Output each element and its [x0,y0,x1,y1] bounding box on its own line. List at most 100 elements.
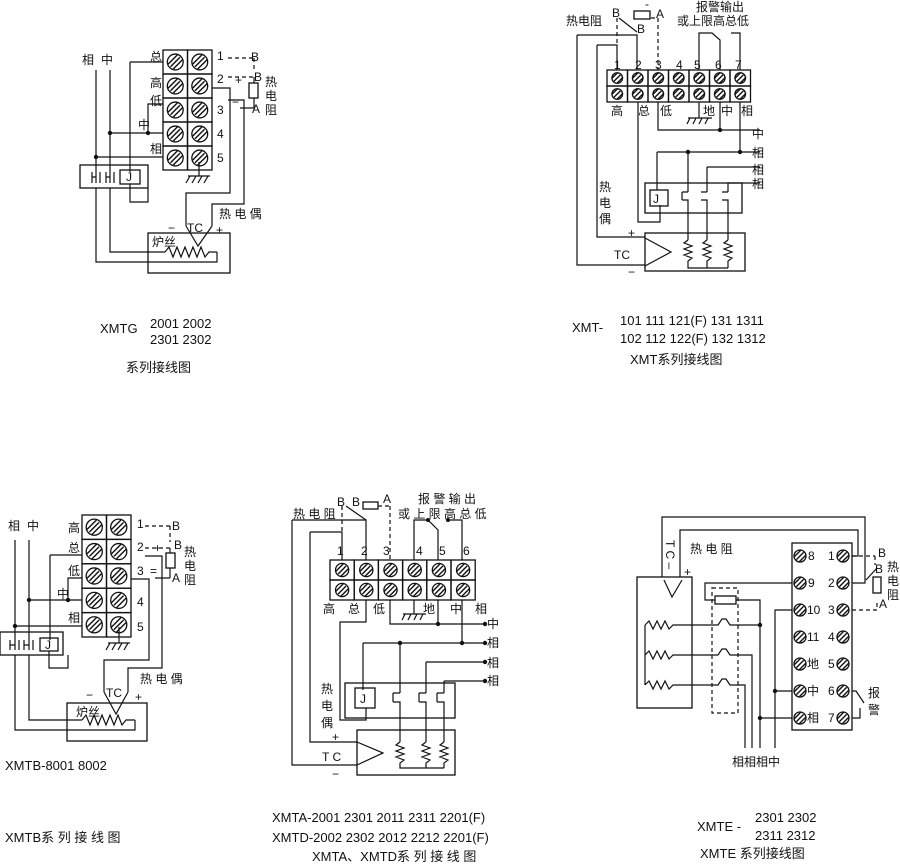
tc-label: T C [322,750,341,764]
thermocouple-label: 偶 [321,716,333,730]
terminal-number: 2 [828,576,835,590]
tc-minus: − [86,688,93,702]
ground-icon [105,627,130,651]
label-zong: 总 [68,541,80,555]
terminal-screw [611,87,624,101]
terminal-screw [431,582,447,598]
tc-plus: + [684,565,691,579]
heater-label: 炉丝 [152,235,176,249]
phase-label: 相 [752,177,764,191]
terminal-number: 3 [383,544,390,558]
terminal-number: 3 [828,603,835,617]
rtd-b-label: B [251,50,259,64]
thermocouple-label: 热 [599,180,611,194]
terminal-screw [85,542,103,561]
label-zhong: 中 [57,586,69,601]
terminal-screw [713,87,726,101]
heater-coil [164,245,217,259]
diagram-xmt: 热电阻 B B A - 报警输出 或上限高总低 1 2 3 4 5 6 7 高 … [566,0,766,367]
terminal-number: 10 [807,603,821,617]
tc-plus: + [216,223,223,237]
terminal-number: 5 [828,657,835,671]
terminal-screw [407,562,422,578]
wiring [576,10,760,272]
diagram-xmta-xmtd: 热 电 阻 B B A 报 警 输 出 或 上 限 高 总 低 1 2 3 4 … [272,491,499,864]
terminal-screw [836,684,850,698]
caption-model: XMT- [572,320,603,335]
terminal-screw [652,87,665,101]
terminal-number: 1 [217,49,224,63]
terminal-screw [693,71,706,85]
terminal-screw [359,582,374,598]
heater-coil [682,239,734,269]
rtd-label: 阻 [887,588,899,602]
wiring [291,501,488,776]
contactor-box [644,182,743,214]
tc-label: TC [106,686,122,700]
tc-plus: + [628,226,635,240]
neutral-label: 中 [101,52,113,67]
thermocouple-label: 热 电 偶 [219,207,262,221]
neutral-label: 中 [752,126,764,141]
terminal-screw [85,567,103,585]
terminal-number: 4 [416,544,423,558]
alarm-label: 警 [868,702,880,717]
terminal-number: 1 [337,544,344,558]
rtd-label: 热 电 阻 [690,542,733,556]
terminal-screw [85,616,103,634]
relay-coil [649,189,669,207]
terminal-number: 7 [735,58,742,72]
caption-models-1: 101 111 121(F) 131 1311 [620,313,764,328]
terminal-screw [631,71,644,85]
minus-label: - [645,0,649,11]
caption-models-1: 2001 2002 [150,316,211,331]
terminal-number: 2 [635,58,642,72]
label-di: 低 [660,104,672,118]
label-zhong: 中 [450,601,462,616]
label-ground: 地 [423,602,435,616]
caption-title: XMTB系 列 接 线 图 [5,830,121,845]
rtd-label: 电 [887,574,899,588]
relay-j-label: J [360,692,366,706]
label-di: 低 [373,602,385,616]
terminal-number: 6 [715,58,722,72]
relay-j-label: J [653,192,659,206]
contactor-box [0,631,64,656]
alarm-output-label: 报警输出 [696,0,744,14]
terminal-number: 6 [463,544,470,558]
terminal-screw [407,582,422,598]
relay-j-label: J [126,170,132,184]
terminal-screw [611,71,624,85]
resistor [714,595,737,605]
terminal-number: 7 [828,711,835,725]
caption-models-xmtd: XMTD-2002 2302 2012 2212 2201(F) [272,830,489,845]
alarm-label: 报 [868,685,880,700]
rtd-label: 阻 [265,103,277,117]
terminal-screw [85,518,103,536]
phase-label: 相 [487,636,499,650]
terminal-screw [652,71,665,85]
terminal-screw [793,684,807,698]
label-gao: 高 [68,520,80,535]
terminal-screws [793,549,850,725]
terminal-screw [191,53,209,71]
relay-j-label: J [45,638,51,652]
phase-label: 相 [752,146,764,160]
terminal-screw [110,518,128,536]
label-di: 低 [68,564,80,578]
terminal-screw [836,630,850,644]
terminal-screw [166,149,184,167]
minus-label: − [232,95,239,109]
rtd-label: 热 [184,545,196,559]
label-zong: 总 [348,602,360,616]
minus-label: = [150,564,157,578]
terminal-screw [734,71,747,85]
terminal-screw [334,562,350,578]
thermocouple-label: 热 [321,682,333,696]
heater-coil [394,741,450,769]
label-ground: 地 [807,657,819,671]
terminal-screw [793,711,807,725]
wiring [636,516,882,748]
terminal-screw [166,77,184,95]
terminal-block [791,542,853,731]
